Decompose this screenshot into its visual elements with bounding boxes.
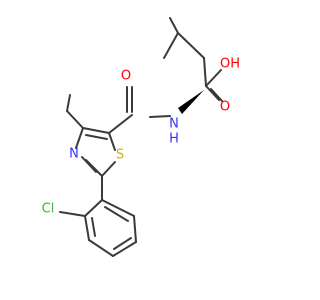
amide-nitrogen-label: N (169, 117, 179, 132)
bond (112, 241, 137, 257)
structure-diagram: O N H OH O S N Cl (42, 17, 240, 257)
bond (66, 110, 84, 129)
bond (108, 114, 133, 134)
bond (205, 69, 222, 87)
acid-oxygen-label: O (220, 100, 230, 115)
wedge-bond (178, 90, 204, 114)
bond (85, 159, 103, 177)
bond (203, 57, 207, 87)
bond (205, 85, 220, 101)
bond (101, 161, 116, 177)
bond (169, 17, 179, 34)
bond (108, 132, 116, 151)
bond (91, 217, 96, 237)
molecule-canvas: O N H OH O S N Cl (42, 17, 240, 257)
bond (210, 88, 223, 102)
bond (149, 115, 171, 118)
bond (59, 211, 86, 217)
bond (85, 134, 108, 140)
sulfur-label: S (116, 148, 124, 163)
bond (75, 127, 84, 149)
amide-oxygen-label: O (121, 69, 131, 84)
bond (113, 237, 132, 250)
thiazole-nitrogen-label: N (69, 147, 79, 162)
bond (101, 199, 135, 217)
amide-hydrogen-label: H (169, 132, 179, 147)
bond (163, 32, 179, 59)
bond (84, 215, 90, 241)
bond (66, 94, 71, 112)
bond (84, 199, 103, 217)
bond (81, 156, 97, 173)
chlorine-label: Cl (42, 202, 55, 217)
bond (88, 239, 114, 257)
hydroxyl-label: OH (220, 57, 240, 72)
bond (177, 32, 205, 59)
bond (133, 215, 137, 243)
bond (82, 127, 110, 134)
bond (104, 206, 129, 222)
